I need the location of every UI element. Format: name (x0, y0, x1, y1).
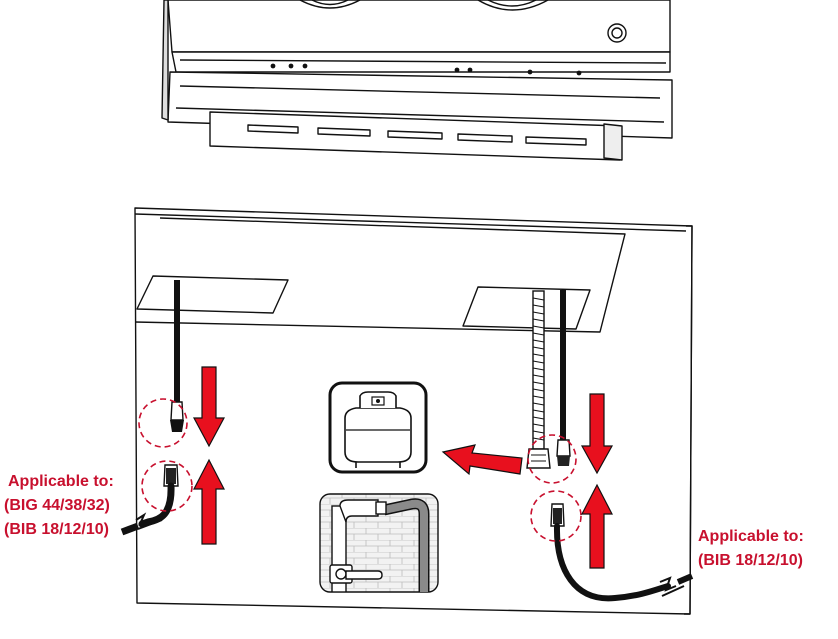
left-hose-assembly (120, 280, 226, 545)
grill-unit (161, 0, 673, 161)
right-applicability-callout: Applicable to: (BIB 18/12/10) (698, 525, 804, 573)
right-callout-heading: Applicable to: (698, 528, 804, 545)
right-up-arrow (581, 483, 613, 569)
left-cutout (136, 275, 289, 314)
left-up-arrow (193, 458, 225, 545)
left-supply-hose (174, 280, 180, 402)
left-callout-heading: Applicable to: (8, 473, 114, 490)
right-hose-assembly (441, 290, 694, 602)
left-upper-highlight-circle (138, 398, 188, 448)
right-cutout (462, 286, 591, 330)
right-callout-models-bib: (BIB 18/12/10) (698, 552, 803, 569)
right-supply-hose (560, 290, 566, 440)
left-applicability-callout: Applicable to: (BIG 44/38/32) (BIB 18/12… (4, 470, 114, 542)
right-lower-highlight-circle (530, 490, 582, 542)
right-incoming-hose (553, 523, 671, 602)
right-upper-highlight-circle (527, 434, 577, 484)
left-lower-highlight-circle (141, 460, 193, 512)
propane-tank-icon (328, 381, 428, 474)
gas-shutoff-valve-icon (319, 493, 439, 593)
right-down-arrow (580, 393, 614, 475)
arrow-to-propane-tank (441, 444, 523, 476)
left-down-arrow (192, 366, 226, 448)
left-callout-models-big: (BIG 44/38/32) (4, 497, 110, 514)
left-callout-models-bib: (BIB 18/12/10) (4, 521, 109, 538)
